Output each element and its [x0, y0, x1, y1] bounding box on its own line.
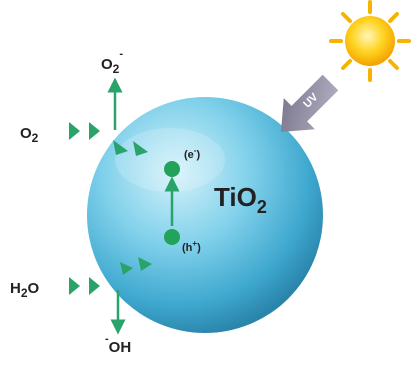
o2-entry-chevrons	[113, 140, 148, 156]
electron-dot	[164, 161, 180, 177]
o2-minus-label: O2-	[101, 48, 123, 76]
o2-inflow-chevrons	[69, 122, 100, 140]
uv-arrow-icon	[280, 74, 339, 133]
tio2-sphere	[87, 97, 323, 333]
sphere-highlight	[115, 128, 225, 192]
hole-dot	[164, 229, 180, 245]
sun-icon	[329, 0, 411, 82]
tio2-label: TiO2	[214, 182, 267, 217]
h2o-inflow-chevrons	[69, 277, 100, 295]
hole-label: (h+)	[182, 239, 201, 254]
o2-label: O2	[20, 125, 39, 145]
h2o-label: H2O	[10, 280, 40, 300]
electron-label: (e-)	[184, 146, 200, 161]
oh-minus-label: -OH	[105, 333, 131, 356]
h2o-entry-chevrons	[120, 257, 152, 275]
